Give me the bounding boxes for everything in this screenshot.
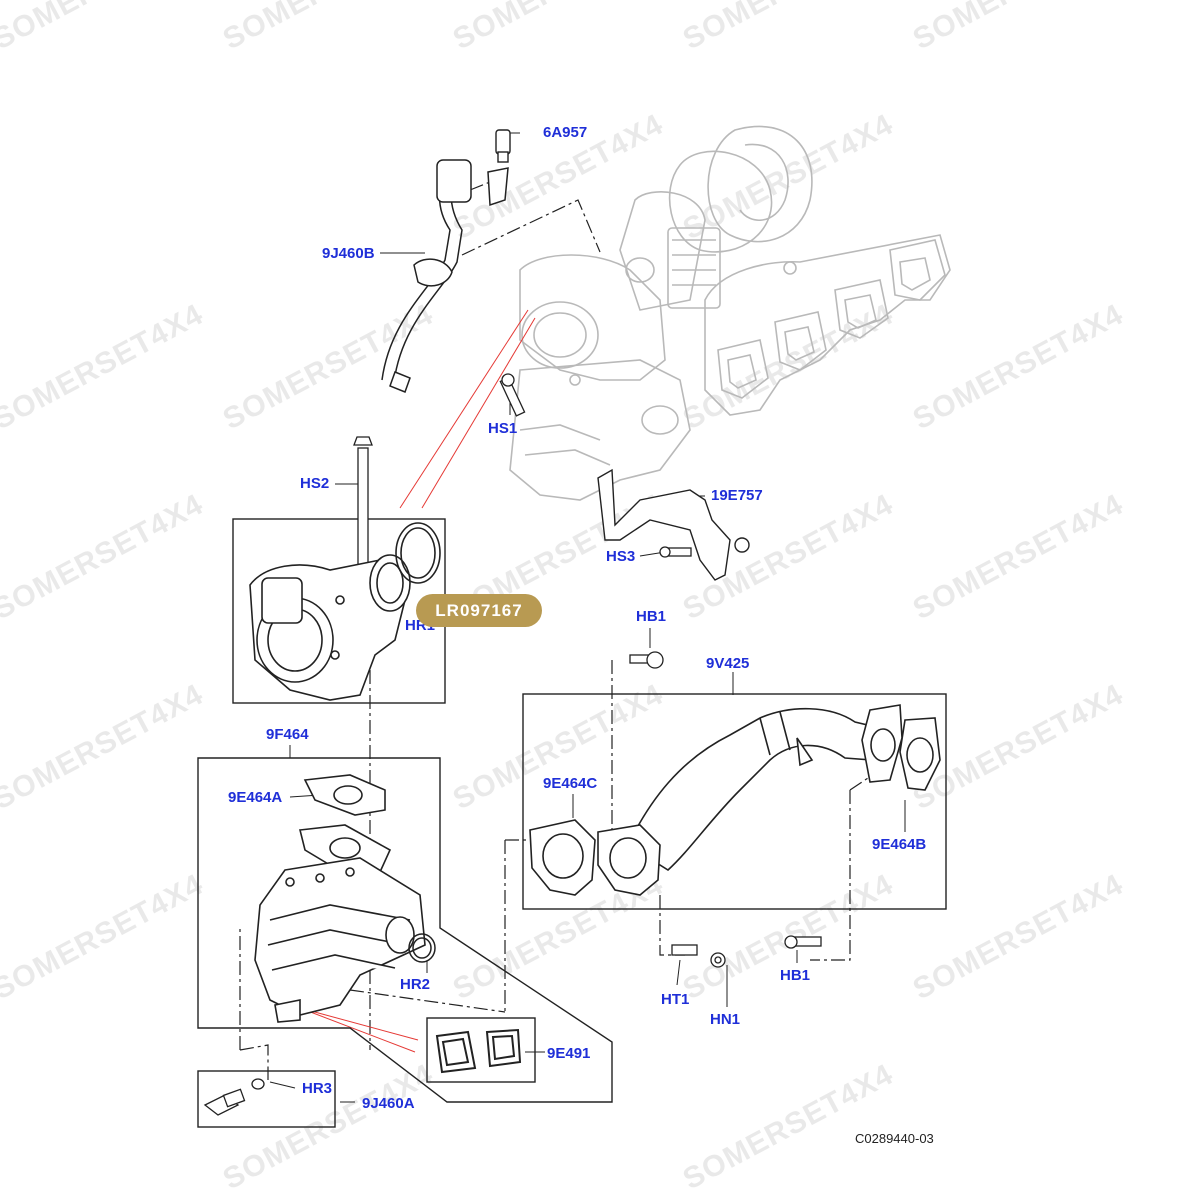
callout-hb1-bottom[interactable]: HB1 [780,967,811,984]
gasket-hr1 [395,522,441,584]
svg-text:SOMERSET4X4: SOMERSET4X4 [908,298,1129,436]
callout-19e757[interactable]: 19E757 [711,487,763,504]
svg-text:SOMERSET4X4: SOMERSET4X4 [218,0,439,56]
svg-text:SOMERSET4X4: SOMERSET4X4 [0,488,209,626]
svg-text:SOMERSET4X4: SOMERSET4X4 [908,868,1129,1006]
bolt-hb1-top [629,651,664,669]
egr-valve-body [249,554,411,701]
bracket-19e757 [597,468,750,581]
svg-text:SOMERSET4X4: SOMERSET4X4 [0,868,209,1006]
svg-text:SOMERSET4X4: SOMERSET4X4 [218,298,439,436]
callout-hs1[interactable]: HS1 [488,420,518,437]
callout-hs2[interactable]: HS2 [300,475,330,492]
callout-9j460a[interactable]: 9J460A [362,1095,415,1112]
callout-9e464c[interactable]: 9E464C [543,775,598,792]
egr-vacuum-hose [381,159,509,393]
callout-hb1-top[interactable]: HB1 [636,608,667,625]
watermark-layer: SOMERSET4X4 SOMERSET4X4 SOMERSET4X4 SOME… [0,0,1129,1196]
diagram-reference-code: C0289440-03 [855,1131,934,1146]
callout-9e491[interactable]: 9E491 [547,1045,591,1062]
callout-hs3[interactable]: HS3 [606,548,636,565]
bolt-hs1 [499,373,526,417]
callout-6a957[interactable]: 6A957 [543,124,588,141]
highlight-pointers [299,309,536,1053]
callout-hr2[interactable]: HR2 [400,976,431,993]
svg-text:SOMERSET4X4: SOMERSET4X4 [448,678,669,816]
svg-text:SOMERSET4X4: SOMERSET4X4 [678,0,899,56]
svg-text:SOMERSET4X4: SOMERSET4X4 [448,0,669,56]
svg-text:SOMERSET4X4: SOMERSET4X4 [678,1058,899,1196]
svg-text:SOMERSET4X4: SOMERSET4X4 [0,0,209,56]
stud-ht1-nut-hn1-bolt-hb1 [671,935,822,968]
svg-text:SOMERSET4X4: SOMERSET4X4 [0,678,209,816]
sensor-6a957 [495,129,511,163]
egr-pipe-box [522,693,947,910]
callout-hn1[interactable]: HN1 [710,1011,741,1028]
highlighted-part-number-badge[interactable]: LR097167 [416,594,542,627]
temp-sensor-box [197,1070,336,1128]
callout-ht1[interactable]: HT1 [661,991,690,1008]
gasket-hr2 [408,933,436,963]
turbocharger-manifold-ghost [509,125,951,501]
callout-9f464[interactable]: 9F464 [266,726,309,743]
svg-text:SOMERSET4X4: SOMERSET4X4 [908,0,1129,56]
svg-text:SOMERSET4X4: SOMERSET4X4 [908,678,1129,816]
group-boxes [197,518,947,1128]
egr-cooler-box [197,757,613,1103]
callout-9e464a[interactable]: 9E464A [228,789,283,806]
svg-text:SOMERSET4X4: SOMERSET4X4 [908,488,1129,626]
gasket-kit-box [426,1017,536,1083]
callout-9e464b[interactable]: 9E464B [872,836,927,853]
gasket-9e464c [529,819,596,896]
callout-9v425[interactable]: 9V425 [706,655,750,672]
temp-sensor-9j460a [203,1078,265,1116]
gasket-set-9e491 [435,1028,522,1074]
svg-text:SOMERSET4X4: SOMERSET4X4 [0,298,209,436]
callout-hr3[interactable]: HR3 [302,1080,333,1097]
egr-pipe-9v425 [597,704,941,896]
egr-cooler-body [254,774,426,1023]
bolt-hs3 [659,546,692,558]
callout-9j460b[interactable]: 9J460B [322,245,375,262]
